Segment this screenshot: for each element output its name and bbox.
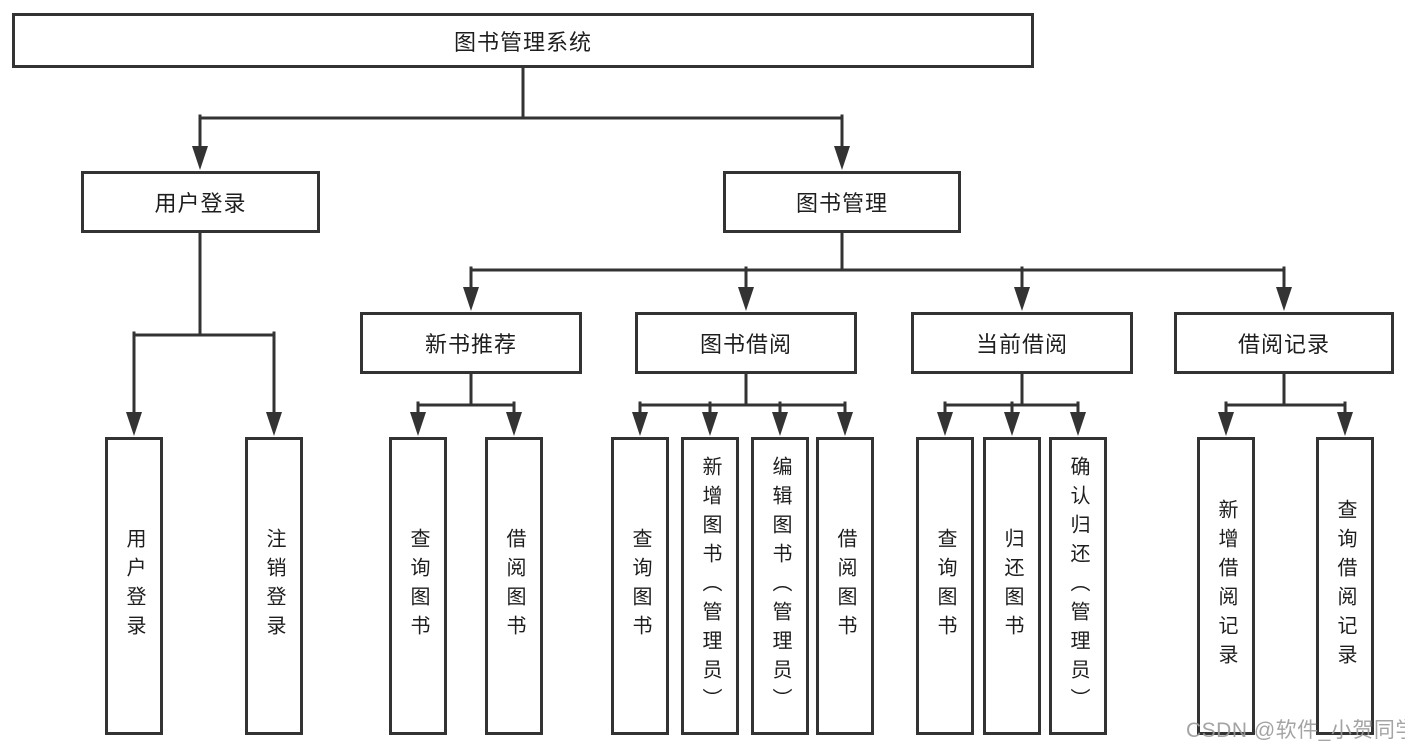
current-borrow-node-label: 当前借阅 <box>975 332 1068 357</box>
connector-current-borrow <box>937 371 1086 436</box>
arrowhead <box>1004 412 1020 436</box>
connector-borrow-record <box>1218 371 1353 436</box>
arrowhead <box>192 146 208 170</box>
connector-user-login <box>126 230 282 436</box>
leaf-query-book-borrow-label: 查询图书 <box>629 528 651 644</box>
csdn-watermark: CSDN @软件_小贺同学 <box>1186 719 1405 742</box>
new-book-recommend-node-label: 新书推荐 <box>424 332 517 357</box>
arrowhead <box>1337 412 1353 436</box>
connector-new-book-recommend <box>410 371 522 436</box>
arrowhead <box>1276 287 1292 311</box>
arrowhead <box>772 412 788 436</box>
leaf-confirm-return-admin: 确认归还（管理员） <box>1049 437 1107 735</box>
leaf-logout: 注销登录 <box>245 437 303 735</box>
connector-book-borrow <box>632 371 853 436</box>
leaf-user-login-label: 用户登录 <box>123 528 145 644</box>
arrowhead <box>702 412 718 436</box>
arrowhead <box>1014 287 1030 311</box>
borrow-record-node: 借阅记录 <box>1174 312 1394 374</box>
root-node-label: 图书管理系统 <box>453 29 592 55</box>
leaf-borrow-book: 借阅图书 <box>816 437 874 735</box>
root-node: 图书管理系统 <box>12 13 1034 68</box>
leaf-borrow-book-label: 借阅图书 <box>834 528 856 644</box>
current-borrow-node: 当前借阅 <box>911 312 1133 374</box>
leaf-query-book-recommend-label: 查询图书 <box>407 528 429 644</box>
leaf-query-book-current: 查询图书 <box>916 437 974 735</box>
leaf-query-book-borrow: 查询图书 <box>611 437 669 735</box>
arrowhead <box>1070 412 1086 436</box>
leaf-add-book-admin-label: 新增图书（管理员） <box>699 455 721 717</box>
user-login-node-label: 用户登录 <box>154 191 247 216</box>
borrow-record-node-label: 借阅记录 <box>1237 332 1330 357</box>
arrowhead <box>126 412 142 436</box>
leaf-logout-label: 注销登录 <box>263 528 285 644</box>
leaf-add-book-admin: 新增图书（管理员） <box>681 437 739 735</box>
book-management-node-label: 图书管理 <box>795 191 888 216</box>
leaf-user-login: 用户登录 <box>105 437 163 735</box>
arrowhead <box>837 412 853 436</box>
arrowhead <box>834 146 850 170</box>
leaf-add-borrow-record-label: 新增借阅记录 <box>1215 499 1237 673</box>
arrowhead <box>410 412 426 436</box>
arrowhead <box>266 412 282 436</box>
leaf-query-borrow-record-label: 查询借阅记录 <box>1334 499 1356 673</box>
arrowhead <box>463 287 479 311</box>
leaf-edit-book-admin: 编辑图书（管理员） <box>751 437 809 735</box>
connector-book-management <box>463 230 1292 311</box>
arrowhead <box>937 412 953 436</box>
leaf-confirm-return-admin-label: 确认归还（管理员） <box>1067 455 1089 717</box>
book-management-node: 图书管理 <box>723 171 961 233</box>
leaf-return-book: 归还图书 <box>983 437 1041 735</box>
user-login-node: 用户登录 <box>81 171 320 233</box>
leaf-return-book-label: 归还图书 <box>1001 528 1023 644</box>
leaf-borrow-book-recommend: 借阅图书 <box>485 437 543 735</box>
leaf-add-borrow-record: 新增借阅记录 <box>1197 437 1255 735</box>
arrowhead <box>506 412 522 436</box>
connector-root <box>192 65 850 170</box>
leaf-borrow-book-recommend-label: 借阅图书 <box>503 528 525 644</box>
arrowhead <box>1218 412 1234 436</box>
arrowhead <box>632 412 648 436</box>
leaf-query-borrow-record: 查询借阅记录 <box>1316 437 1374 735</box>
leaf-edit-book-admin-label: 编辑图书（管理员） <box>769 455 791 717</box>
leaf-query-book-recommend: 查询图书 <box>389 437 447 735</box>
leaf-query-book-current-label: 查询图书 <box>934 528 956 644</box>
book-borrow-node-label: 图书借阅 <box>699 332 792 357</box>
arrowhead <box>738 287 754 311</box>
new-book-recommend-node: 新书推荐 <box>360 312 582 374</box>
book-borrow-node: 图书借阅 <box>635 312 857 374</box>
